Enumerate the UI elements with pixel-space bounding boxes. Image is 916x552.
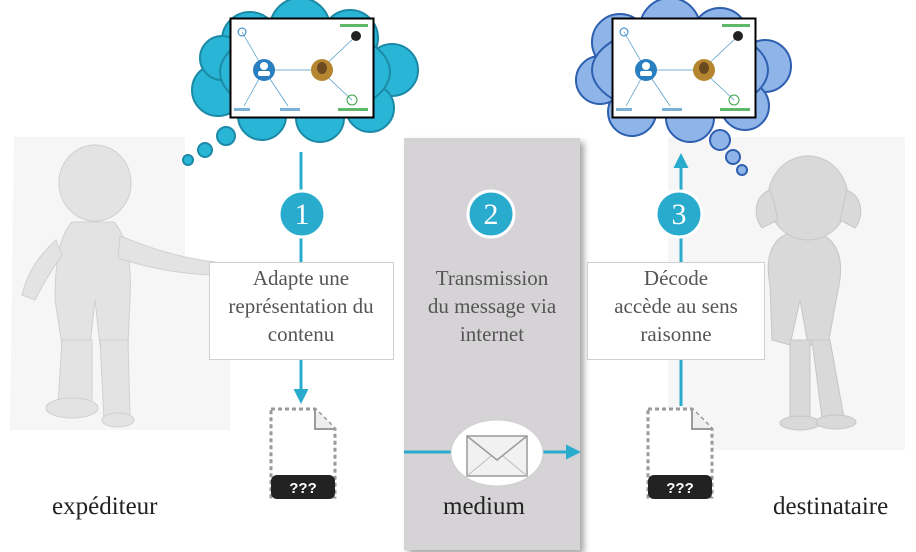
step-2-label-line-3: internet: [459, 322, 525, 346]
sender-file-badge: ???: [289, 480, 317, 497]
sender-unknown-file-icon: ???: [269, 407, 337, 499]
step-3-circle: 3: [654, 189, 704, 239]
receiver-concept-map-thumbnail: [611, 17, 757, 119]
step-1-label: Adapte une représentation du contenu: [209, 264, 393, 348]
step-2-label-line-2: du message via: [427, 294, 557, 318]
receiver-role-label: destinataire: [773, 493, 889, 520]
step-2-label-line-1: Transmission: [435, 266, 549, 290]
receiver-file-badge: ???: [666, 480, 694, 497]
sender-concept-map-thumbnail: [229, 17, 375, 119]
step-3-label: Décode accède au sens raisonne: [587, 264, 765, 348]
step-3-number: 3: [672, 198, 687, 231]
step-3-label-line-1: Décode: [643, 266, 709, 290]
step-2-number: 2: [484, 198, 499, 231]
receiver-unknown-file-icon: ???: [646, 407, 714, 499]
step-1-circle: 1: [277, 189, 327, 239]
step-1-label-line-3: contenu: [267, 322, 335, 346]
step-3-label-line-3: raisonne: [640, 322, 712, 346]
medium-role-label: medium: [443, 493, 525, 520]
sender-role-label: expéditeur: [52, 493, 158, 520]
step-3-label-line-2: accède au sens: [614, 294, 738, 318]
envelope-icon: [450, 419, 544, 487]
step-2-circle: 2: [466, 189, 516, 239]
step-1-label-line-1: Adapte une: [252, 266, 350, 290]
step-3-label-box: [587, 262, 765, 360]
step-1-label-box: [209, 262, 394, 360]
step-2-label: Transmission du message via internet: [404, 264, 580, 348]
step-1-label-line-2: représentation du: [228, 294, 374, 318]
step-1-number: 1: [295, 198, 310, 231]
